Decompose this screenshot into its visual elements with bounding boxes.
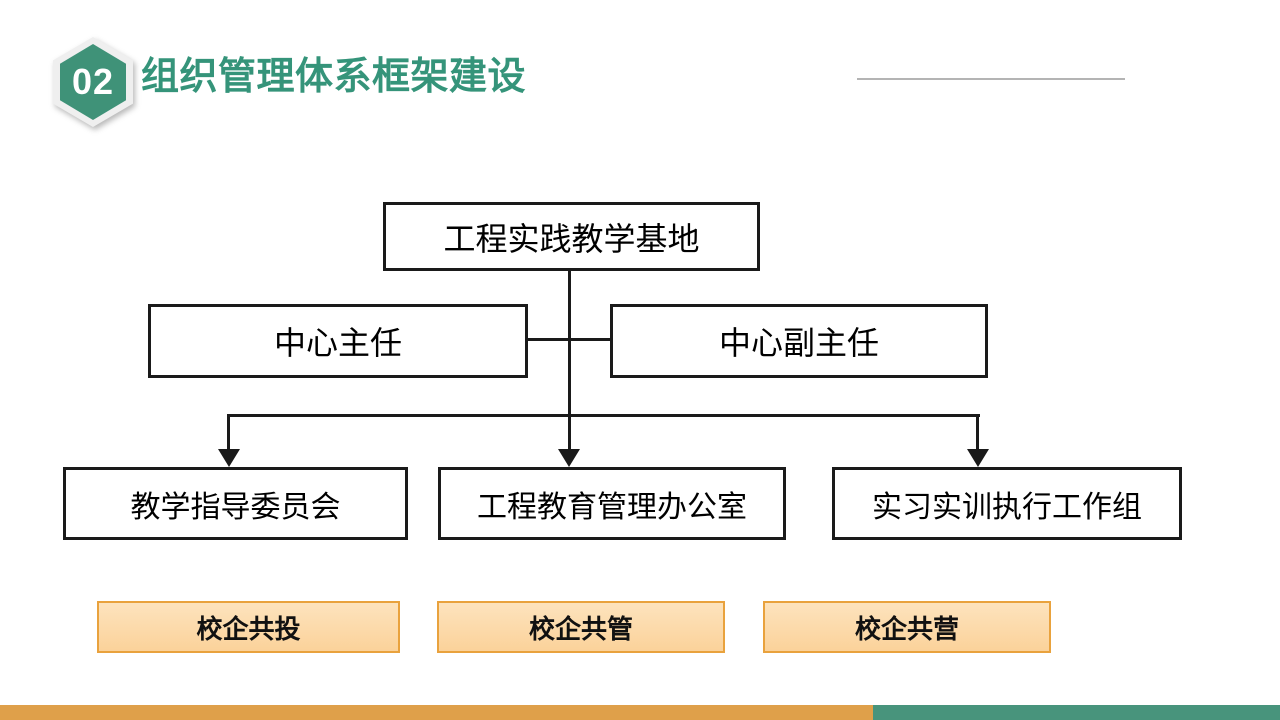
org-box-training-workgroup: 实习实训执行工作组: [832, 467, 1182, 540]
page-title: 组织管理体系框架建设: [141, 56, 527, 98]
section-number-badge: 02: [53, 37, 133, 127]
tag-joint-operation: 校企共营: [763, 601, 1051, 653]
footer-bar-orange: [0, 705, 873, 720]
section-number: 02: [71, 61, 115, 102]
connector-managers-horizontal: [528, 338, 610, 341]
tag-joint-investment: 校企共投: [97, 601, 400, 653]
footer-bar-green: [873, 705, 1280, 720]
tag-joint-management: 校企共管: [437, 601, 725, 653]
org-box-deputy-director: 中心副主任: [610, 304, 988, 378]
down-arrow-middle-icon: [558, 449, 580, 467]
org-box-teaching-committee: 教学指导委员会: [63, 467, 408, 540]
down-arrow-right-icon: [967, 449, 989, 467]
connector-left-vertical: [227, 414, 230, 452]
connector-right-vertical: [976, 414, 979, 452]
org-box-management-office: 工程教育管理办公室: [438, 467, 786, 540]
connector-trunk-vertical: [568, 271, 571, 452]
down-arrow-left-icon: [218, 449, 240, 467]
org-box-root: 工程实践教学基地: [383, 202, 760, 271]
connector-distribution-horizontal: [227, 414, 980, 417]
title-divider-line: [857, 78, 1125, 80]
org-box-director: 中心主任: [148, 304, 528, 378]
